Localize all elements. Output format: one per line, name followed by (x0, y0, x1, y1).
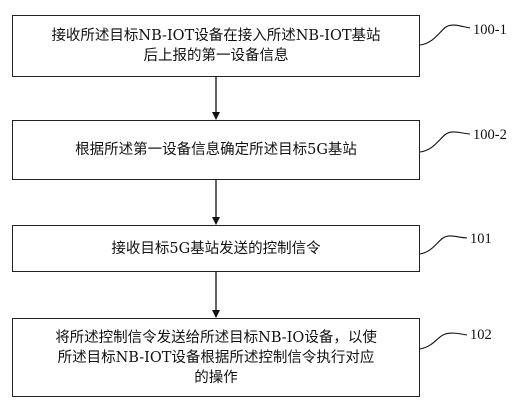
step-100-1-line-1: 接收所述目标NB-IOT设备在接入所述NB-IOT基站 (51, 28, 381, 44)
leader-line-100-2 (419, 131, 471, 153)
step-102-line-1: 将所述控制信令发送给所述目标NB-IO设备，以使 (55, 329, 377, 346)
step-102-line-2: 所述目标NB-IOT设备根据所述控制信令执行对应 (57, 349, 375, 366)
step-box-101: 接收目标5G基站发送的控制信令 (12, 225, 420, 272)
step-label-100-2: 100-2 (473, 127, 507, 143)
step-101-line-1: 接收目标5G基站发送的控制信令 (111, 240, 321, 257)
step-label-101: 101 (470, 231, 492, 247)
step-100-2-line-1: 根据所述第一设备信息确定所述目标5G基站 (75, 142, 357, 158)
leader-line-100-1 (419, 24, 471, 46)
step-box-102: 将所述控制信令发送给所述目标NB-IO设备，以使 所述目标NB-IOT设备根据所… (12, 318, 420, 397)
leader-line-101 (419, 235, 468, 255)
step-100-1-line-2: 后上报的第一设备信息 (143, 48, 289, 64)
step-label-100-1: 100-1 (473, 22, 507, 38)
step-box-100-1: 接收所述目标NB-IOT设备在接入所述NB-IOT基站 后上报的第一设备信息 (12, 15, 420, 77)
step-102-line-3: 的操作 (194, 369, 238, 386)
leader-line-102 (419, 332, 468, 350)
step-label-102: 102 (470, 327, 492, 343)
step-box-100-2: 根据所述第一设备信息确定所述目标5G基站 (12, 120, 420, 180)
